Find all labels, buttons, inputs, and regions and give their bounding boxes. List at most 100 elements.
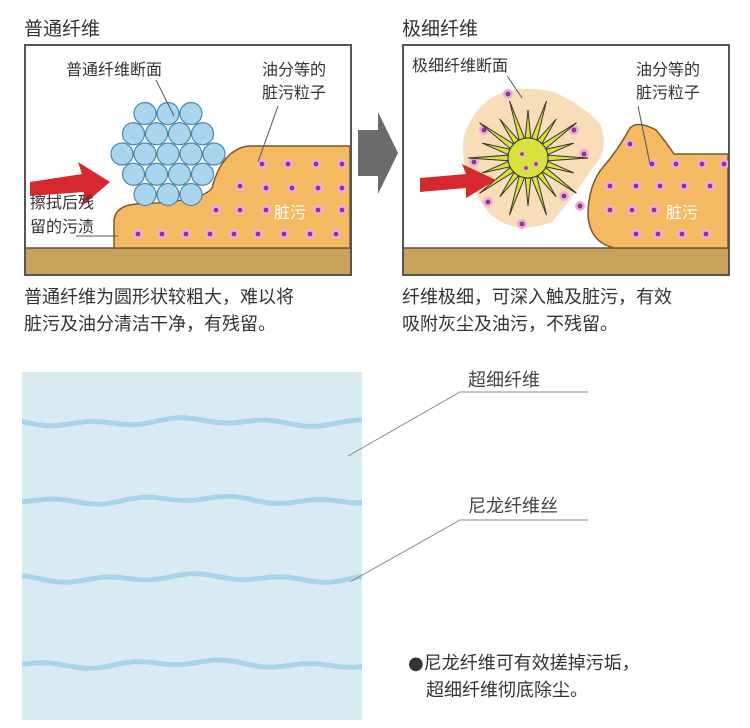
nylon-fiber-label: 尼龙纤维丝 — [468, 496, 558, 517]
right-push-arrow — [420, 164, 496, 198]
nylon-strand — [22, 415, 362, 429]
dirt-particle — [135, 231, 141, 237]
dirt-particle — [520, 152, 524, 156]
fiber-circle — [156, 142, 180, 166]
dirt-particle — [285, 161, 291, 167]
dirt-particle — [471, 159, 477, 165]
dirt-particle — [721, 161, 727, 167]
dirt-particle — [655, 231, 661, 237]
dirt-particle — [699, 161, 705, 167]
fiber-circle — [121, 122, 146, 146]
dirt-particle — [307, 231, 313, 237]
dirt-particle — [255, 231, 261, 237]
fiber-circle — [179, 142, 203, 166]
left-fiber-cross-section — [110, 101, 226, 207]
right-caption: 纤维极细，可深入触及脏污，有效 吸附灰尘及油污，不残留。 — [402, 284, 748, 338]
dirt-particle — [481, 127, 487, 133]
dirt-particle — [315, 207, 321, 213]
nylon-strand — [22, 493, 362, 507]
dirt-particle — [561, 193, 567, 199]
right-oil-label-line2: 脏污粒子 — [636, 83, 700, 102]
fiber-circle — [156, 182, 180, 207]
fiber-circle — [156, 101, 180, 126]
right-oil-label-line1: 油分等的 — [636, 60, 700, 79]
fiber-circle — [190, 122, 215, 146]
dirt-particle — [534, 162, 538, 166]
left-caption-line2: 脏污及油分清洁干净，有残留。 — [24, 314, 276, 335]
dirt-particle — [649, 161, 655, 167]
dirt-particle — [627, 141, 633, 147]
left-panel-title: 普通纤维 — [24, 18, 101, 40]
dirt-particle — [577, 203, 583, 209]
bottom-note: ●尼龙纤维可有效搓掉污垢， 超细纤维彻底除尘。 — [408, 650, 738, 704]
right-diagram-svg: 极细纤维断面 油分等的 脏污粒子 脏污 — [404, 54, 728, 274]
dirt-particle — [281, 231, 287, 237]
dirt-particle — [263, 207, 269, 213]
fiber-circle — [144, 122, 169, 146]
dirt-particle — [673, 161, 679, 167]
dirt-particle — [657, 183, 663, 189]
dirt-particle — [207, 231, 213, 237]
fiber-core — [507, 137, 549, 179]
left-residue-label-line2: 留的污渍 — [30, 217, 94, 236]
dirt-particle — [213, 207, 219, 213]
fabric-illustration — [22, 372, 362, 720]
bottom-note-line2: 超细纤维彻底除尘。 — [426, 680, 588, 701]
right-caption-line2: 吸附灰尘及油污，不残留。 — [402, 314, 618, 335]
right-cross-section-label: 极细纤维断面 — [412, 56, 508, 75]
fiber-circle — [133, 182, 157, 207]
dirt-particle — [159, 231, 165, 237]
fiber-circle — [167, 162, 192, 186]
dirt-particle — [313, 161, 319, 167]
dirt-particle — [237, 183, 243, 189]
ultrafine-fiber-label: 超细纤维 — [468, 370, 540, 391]
fabric-leader-lines — [347, 391, 588, 583]
fiber-circle — [167, 122, 192, 146]
right-fiber-cross-section — [467, 100, 589, 216]
dirt-particle — [339, 185, 345, 191]
dirt-particle — [339, 207, 345, 213]
dirt-particle — [333, 231, 339, 237]
fiber-circle — [110, 142, 134, 166]
left-oil-label-line1: 油分等的 — [262, 60, 326, 79]
dirt-particle — [259, 161, 265, 167]
left-dirt-particles — [133, 159, 347, 239]
right-panel-title: 极细纤维 — [402, 18, 479, 40]
dirt-particle — [607, 183, 613, 189]
dirt-particle — [524, 166, 528, 170]
dirt-particle — [263, 185, 269, 191]
dirt-particle — [679, 231, 685, 237]
dirt-particle — [571, 127, 577, 133]
process-arrow-icon — [358, 112, 398, 194]
nylon-strand — [22, 571, 362, 585]
bottom-note-line1: ●尼龙纤维可有效搓掉污垢， — [408, 653, 640, 674]
left-diagram-svg: 普通纤维断面 油分等的 脏污粒子 擦拭后残 留的污渍 脏污 — [26, 58, 350, 274]
left-residue-label-line1: 擦拭后残 — [30, 193, 94, 212]
left-caption-line1: 普通纤维为圆形状较粗大，难以将 — [24, 287, 294, 308]
dirt-particle — [633, 183, 639, 189]
left-dirt-label: 脏污 — [274, 203, 306, 222]
dirt-particle — [633, 231, 639, 237]
fiber-circle — [133, 142, 157, 166]
fiber-circle — [179, 182, 203, 207]
right-ground — [404, 248, 728, 274]
left-diagram-panel: 普通纤维断面 油分等的 脏污粒子 擦拭后残 留的污渍 脏污 — [24, 44, 352, 276]
dirt-particle — [183, 231, 189, 237]
dirt-particle — [289, 185, 295, 191]
fiber-circle — [190, 162, 215, 186]
left-push-arrow — [30, 162, 110, 206]
fiber-circle — [179, 101, 203, 126]
dirt-particle — [231, 231, 237, 237]
fiber-circle — [202, 142, 226, 166]
dirt-particle — [651, 207, 657, 213]
dirt-particle — [339, 161, 345, 167]
dirt-particle — [629, 207, 635, 213]
fiber-circle — [133, 101, 157, 126]
fiber-circle — [144, 162, 169, 186]
right-diagram-panel: 极细纤维断面 油分等的 脏污粒子 脏污 — [402, 44, 730, 276]
dirt-particle — [581, 151, 587, 157]
left-ground — [26, 248, 350, 274]
dirt-particle — [485, 199, 491, 205]
nylon-strands — [22, 415, 362, 671]
dirt-particle — [707, 183, 713, 189]
